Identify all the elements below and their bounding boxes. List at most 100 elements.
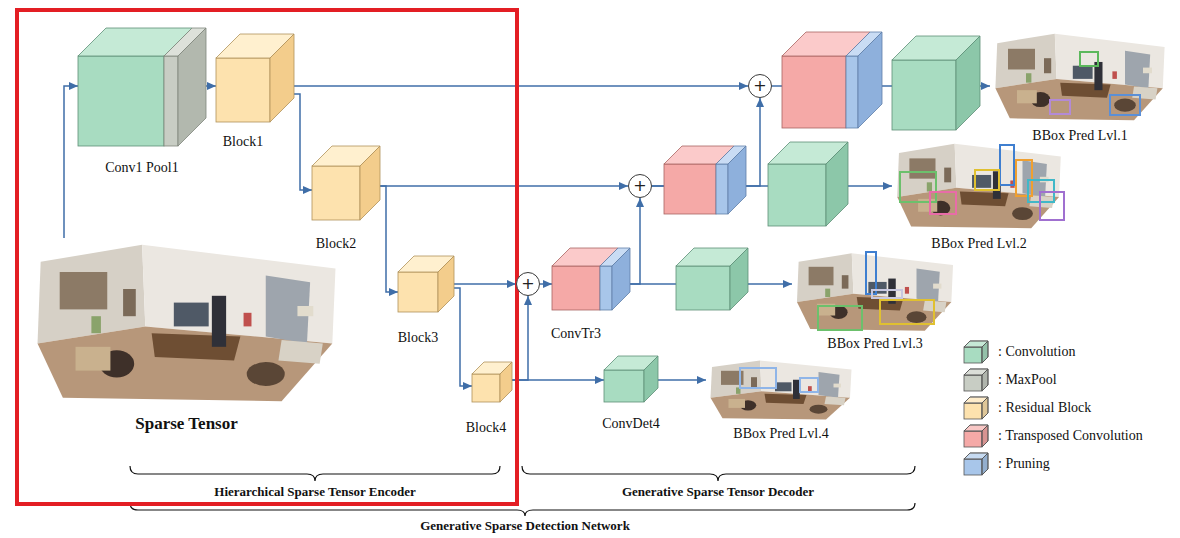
- layer-cubes: [178, 28, 206, 146]
- layer-cubes: [956, 36, 980, 130]
- layer-cubes: [858, 32, 882, 128]
- node-label: Block3: [398, 330, 438, 346]
- operator-symbol: +: [753, 78, 766, 94]
- legend-row: : Residual Block: [962, 394, 1143, 422]
- residual-block: Block1: [216, 34, 294, 122]
- bounding-boxes: [1050, 100, 1070, 114]
- layer-cubes: [552, 266, 600, 310]
- conv-pool-layer: Conv1 Pool1: [78, 28, 206, 146]
- bounding-boxes: [818, 306, 862, 330]
- connector-arrow: [206, 85, 216, 87]
- legend-swatch: [964, 403, 982, 419]
- sum-node: +: [628, 174, 652, 198]
- layer-cubes: [728, 146, 746, 214]
- point-clouds: [38, 245, 336, 401]
- layer-cubes: [768, 142, 848, 226]
- bounding-boxes: [740, 368, 776, 388]
- legend-swatch: [962, 451, 990, 477]
- layer-cubes: [216, 58, 270, 122]
- layer-cubes: [600, 248, 630, 310]
- layer-cubes: [768, 164, 826, 226]
- bounding-boxes: [740, 52, 1140, 392]
- input-point-cloud: Sparse Tensor: [28, 238, 345, 408]
- sum-node: +: [516, 272, 540, 296]
- layer-cubes: [612, 248, 630, 310]
- detection-conv: ConvDet4: [604, 356, 658, 402]
- layer-cubes: [846, 56, 858, 128]
- layer-cubes: [360, 146, 380, 220]
- node-label: Block1: [223, 134, 263, 150]
- node-label: BBox Pred Lvl.2: [931, 236, 1026, 252]
- connector-arrow: [294, 94, 312, 190]
- point-clouds: [995, 34, 1164, 120]
- braces: [130, 466, 500, 481]
- point-clouds: [897, 144, 1061, 229]
- layer-cubes: [644, 356, 658, 402]
- node-label: BBox Pred Lvl.1: [1032, 128, 1127, 144]
- bounding-boxes: [1000, 145, 1014, 185]
- layer-cubes: [472, 374, 500, 402]
- bbox-prediction: BBox Pred Lvl.3: [792, 250, 958, 334]
- layer-cubes: [604, 370, 644, 402]
- legend-swatch: [982, 341, 988, 363]
- legend-row: : Transposed Convolution: [962, 422, 1143, 450]
- legend-swatch: [982, 425, 988, 447]
- connector-arrow: [380, 186, 398, 292]
- legend-text: : MaxPool: [998, 372, 1057, 388]
- connector-arrow: [454, 288, 472, 386]
- layer-cubes: [892, 36, 980, 130]
- operator-symbol: +: [633, 178, 646, 194]
- legend-swatch: [964, 375, 982, 391]
- legend-text: : Residual Block: [998, 400, 1091, 416]
- layer-cubes: [676, 248, 748, 310]
- bounding-boxes: [930, 192, 956, 214]
- layer-cubes: [716, 164, 728, 214]
- highlight-frame: [17, 10, 517, 504]
- legend-swatch: [962, 395, 990, 421]
- layer-cubes: [78, 28, 980, 402]
- legend-swatch: [982, 397, 988, 419]
- section-label: Generative Sparse Tensor Decoder: [622, 484, 814, 499]
- legend-swatch: [962, 367, 990, 393]
- bounding-boxes: [866, 252, 876, 294]
- connector-arrow: [454, 283, 516, 285]
- node-label: BBox Pred Lvl.3: [827, 336, 922, 352]
- point-clouds: [711, 361, 852, 420]
- layer-cubes: [398, 256, 454, 312]
- connector-arrow: [512, 296, 528, 380]
- layer-cubes: [398, 272, 438, 312]
- residual-block: Block4: [472, 362, 512, 402]
- legend-swatch: [962, 423, 990, 449]
- bbox-prediction: BBox Pred Lvl.1: [990, 30, 1170, 124]
- bounding-boxes: [880, 300, 934, 324]
- legend-swatch: [964, 459, 982, 475]
- layer-cubes: [472, 362, 512, 402]
- node-label: Conv1 Pool1: [105, 160, 179, 176]
- bounding-boxes: [1016, 160, 1032, 196]
- layer-cubes: [846, 32, 882, 128]
- layer-cubes: [312, 146, 380, 220]
- layer-cubes: [600, 266, 612, 310]
- operator-symbol: +: [521, 276, 534, 292]
- legend-text: : Pruning: [998, 456, 1050, 472]
- legend-swatch: [964, 347, 982, 363]
- layer-cubes: [500, 362, 512, 402]
- node-label: ConvDet4: [602, 416, 660, 432]
- layer-cubes: [604, 356, 658, 402]
- section-label: Hierarchical Sparse Tensor Encoder: [214, 484, 415, 499]
- section-label: Generative Sparse Detection Network: [420, 518, 630, 533]
- layer-cubes: [730, 248, 748, 310]
- connector-arrow: [380, 185, 628, 187]
- layer-cubes: [552, 248, 618, 310]
- point-clouds: [38, 34, 1165, 420]
- legend-row: : Convolution: [962, 338, 1143, 366]
- residual-block: Block2: [312, 146, 380, 220]
- legend-swatch: [982, 369, 988, 391]
- layer-cubes: [78, 56, 164, 146]
- legend-swatch: [982, 453, 988, 475]
- legend-swatch: [962, 339, 990, 365]
- node-label: Sparse Tensor: [135, 414, 238, 434]
- bounding-boxes: [1110, 95, 1140, 115]
